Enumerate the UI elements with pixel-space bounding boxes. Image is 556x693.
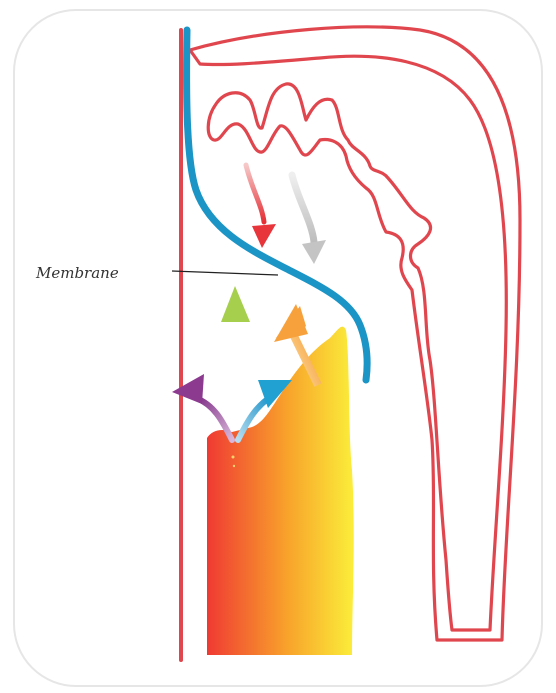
origin-dot [233,465,235,467]
membrane-label: Membrane [35,264,119,282]
origin-dot [232,456,235,459]
